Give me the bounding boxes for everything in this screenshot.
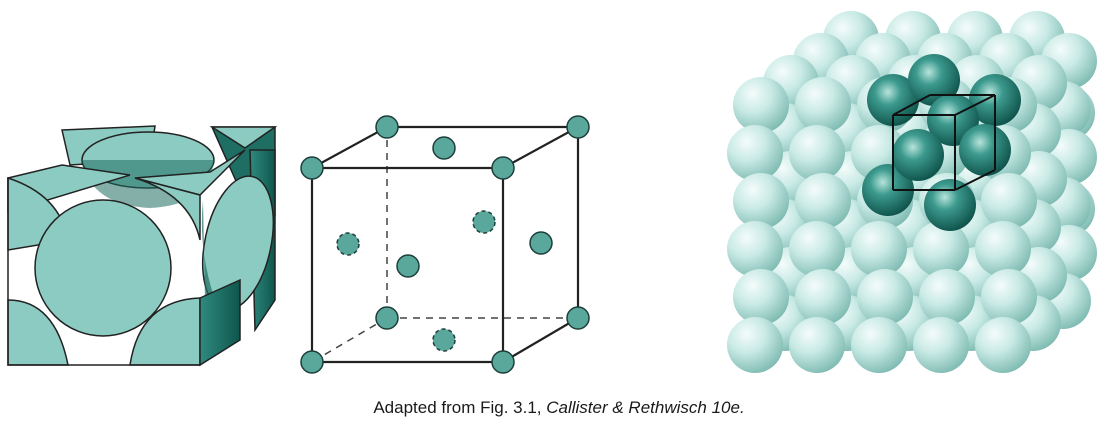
highlight-atom: [924, 179, 976, 231]
light-atom: [789, 221, 845, 277]
caption-prefix: Adapted from Fig. 3.1,: [373, 398, 547, 417]
light-atom: [975, 317, 1031, 373]
cube-edge: [892, 94, 931, 116]
light-atom: [789, 125, 845, 181]
light-atom: [727, 317, 783, 373]
highlight-atom: [908, 54, 960, 106]
light-atom: [795, 269, 851, 325]
light-atom: [975, 221, 1031, 277]
light-atom: [727, 221, 783, 277]
light-atom: [727, 125, 783, 181]
highlight-atom: [892, 129, 944, 181]
highlight-atom: [862, 164, 914, 216]
atom-aggregate: [727, 11, 1097, 373]
light-atom: [733, 173, 789, 229]
highlight-atom: [867, 74, 919, 126]
figure-caption: Adapted from Fig. 3.1, Callister & Rethw…: [0, 398, 1118, 418]
light-atom: [981, 269, 1037, 325]
light-atom: [795, 173, 851, 229]
light-atom: [851, 317, 907, 373]
light-atom: [789, 317, 845, 373]
caption-source: Callister & Rethwisch 10e.: [546, 398, 745, 417]
hard-sphere-unit-cell: [7, 125, 278, 367]
light-atom: [919, 269, 975, 325]
reduced-sphere-unit-cell: [300, 115, 590, 374]
light-atom: [913, 317, 969, 373]
light-atom: [733, 269, 789, 325]
cube-edge: [954, 94, 996, 116]
light-atom: [733, 77, 789, 133]
light-atom: [857, 269, 913, 325]
cube-edge: [954, 169, 996, 191]
light-atom: [851, 221, 907, 277]
light-atom: [981, 173, 1037, 229]
fcc-figure: [7, 11, 1097, 374]
highlight-atom: [959, 124, 1011, 176]
light-atom: [913, 221, 969, 277]
light-atom: [795, 77, 851, 133]
